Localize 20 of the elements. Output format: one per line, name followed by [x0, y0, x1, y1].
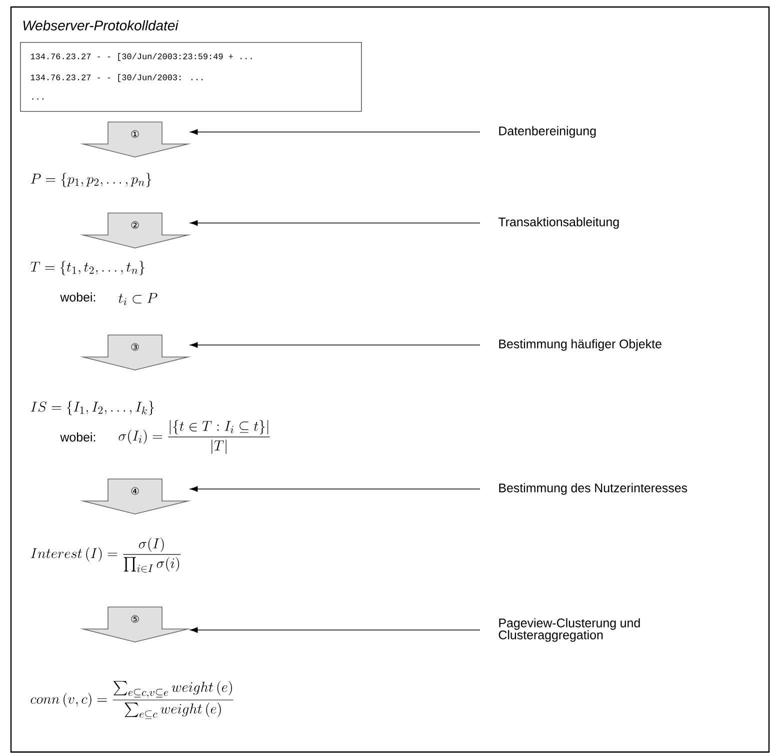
step-label: Transaktionsableitung	[498, 217, 619, 229]
leader-line	[190, 342, 480, 348]
log-line: 134.76.23.27 - - [30/Jun/2003: ...	[30, 74, 203, 82]
condition-label: wobei:	[60, 432, 96, 442]
log-line: 134.76.23.27 - - [30/Jun/2003:23:59:49 + ...	[30, 53, 252, 61]
step-label: Bestimmung häufiger Objekte	[499, 339, 662, 351]
log-box	[20, 42, 362, 112]
leader-line	[190, 486, 480, 492]
log-line: ...	[32, 98, 44, 100]
step-label: Pageview-Clusterung und Clusteraggregation	[498, 618, 640, 642]
step-label: Datenbereinigung	[499, 126, 596, 138]
leader-line	[190, 220, 480, 226]
leader-line	[190, 129, 480, 135]
condition-label: wobei:	[60, 292, 96, 302]
formula: $Interest\left(I\right)=\frac{\sigma(I)}{\prod_{i\in I}\sigma(i)}$	[30, 538, 180, 572]
file-heading: Webserver-Protokolldatei	[23, 20, 179, 30]
step-label: Bestimmung des Nutzerinteresses	[499, 483, 688, 495]
formula: $P=\left\{p_1,p_2,\ldots,p_n\right\}$	[30, 172, 152, 188]
leader-line	[190, 627, 480, 633]
formula: $t_i\subset P$	[118, 292, 158, 306]
